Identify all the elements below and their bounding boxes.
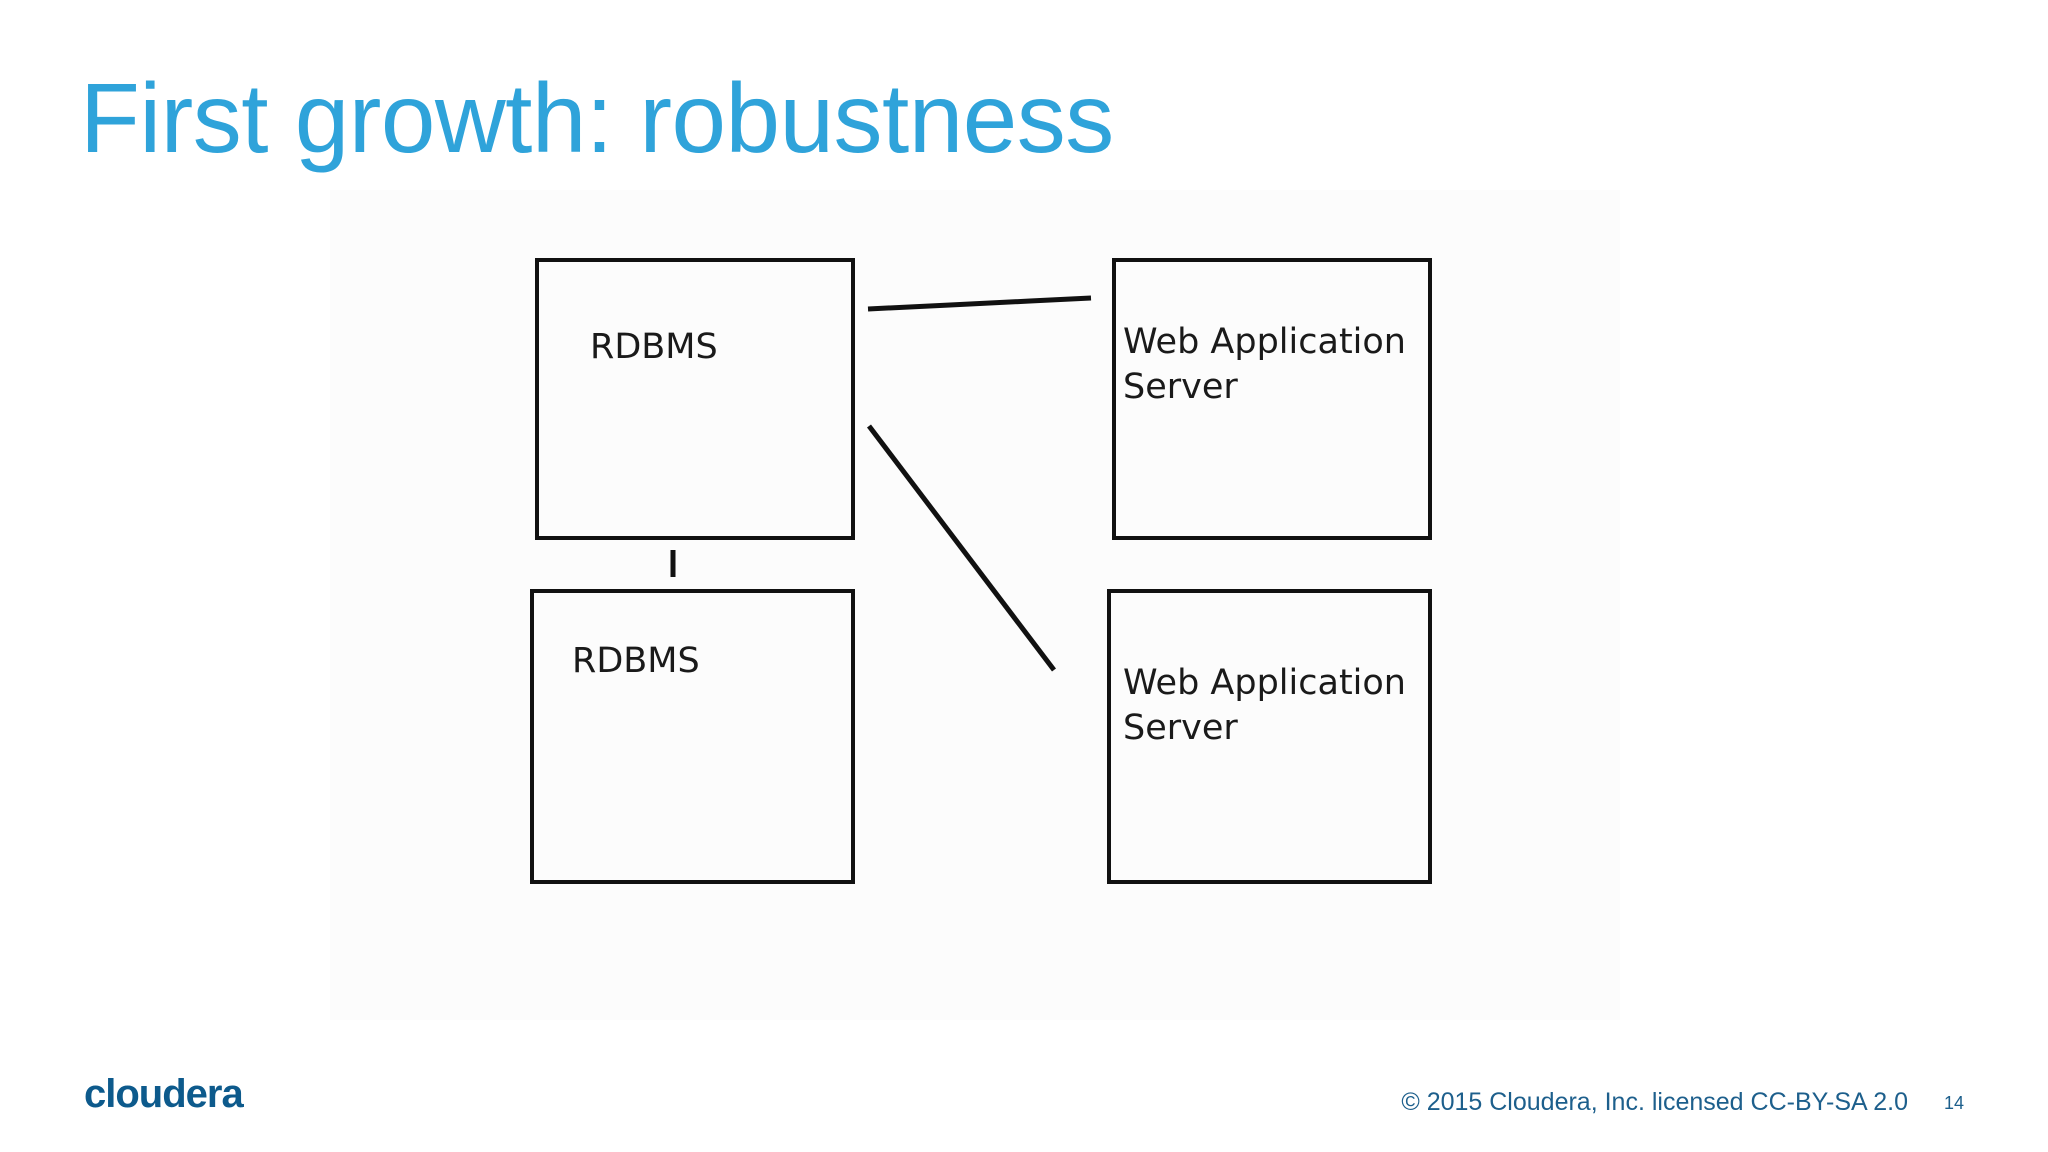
- slide-title: First growth: robustness: [80, 63, 1114, 173]
- rdbms-secondary-label: RDBMS: [572, 641, 700, 681]
- web-app-server-2-label: Web Application Server: [1123, 663, 1417, 748]
- web-app-server-1-label: Web Application Server: [1123, 322, 1417, 407]
- page-number: 14: [1944, 1093, 1965, 1113]
- edge-rdbms-to-web-server-2: [867, 424, 1056, 672]
- edge-rdbms-to-web-server-1: [867, 295, 1092, 312]
- web-app-server-1-box: [1112, 258, 1432, 540]
- cloudera-logo: cloudera: [84, 1072, 244, 1116]
- rdbms-primary-label: RDBMS: [590, 327, 718, 367]
- rdbms-secondary-box: [530, 589, 855, 884]
- rdbms-primary-box: [535, 258, 855, 540]
- copyright-notice: © 2015 Cloudera, Inc. licensed CC-BY-SA …: [1401, 1088, 1908, 1116]
- web-app-server-2-box: [1107, 589, 1432, 884]
